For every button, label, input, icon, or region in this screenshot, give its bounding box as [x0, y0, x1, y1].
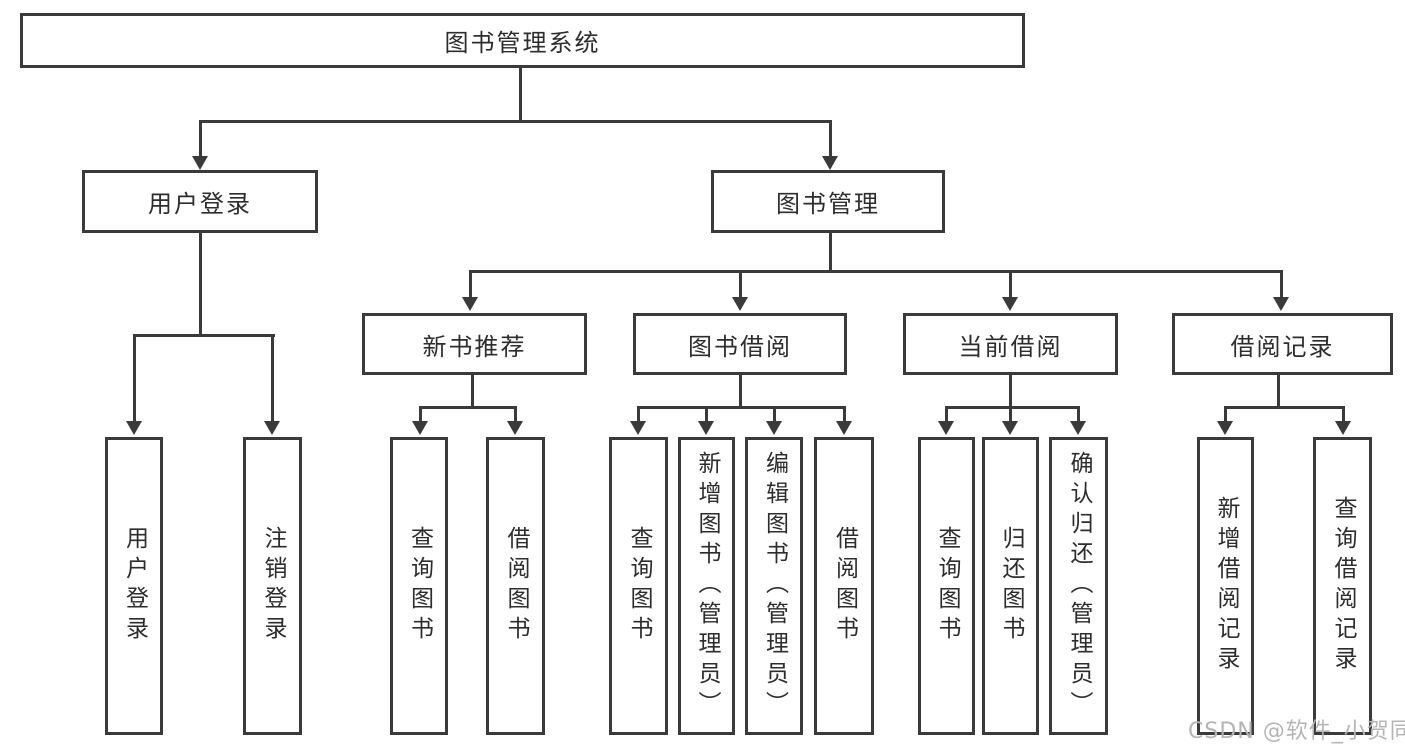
connector-borrow-records-stem	[1277, 375, 1280, 408]
leaf-borrow-borrow-books: 借阅图书	[814, 437, 874, 735]
connector-root-branch	[199, 120, 832, 123]
arrow-newbook-query	[412, 409, 428, 435]
leaf-records-add-record: 新增借阅记录	[1197, 437, 1254, 735]
leaf-user-login-label: 用户登录	[121, 526, 148, 646]
arrow-to-book-management	[822, 123, 838, 170]
node-book-borrow: 图书借阅	[633, 313, 847, 375]
node-library-management-system: 图书管理系统	[20, 13, 1025, 68]
connector-book-borrow-stem	[739, 375, 742, 408]
csdn-watermark: CSDN @软件_小贺同学	[1188, 719, 1405, 744]
node-user-login: 用户登录	[82, 170, 318, 233]
arrow-current-confirm	[1070, 409, 1086, 435]
connector-user-login-branch	[133, 334, 275, 337]
leaf-current-confirm-label: 确认归还（管理员）	[1066, 451, 1092, 721]
arrow-to-borrow-records	[1273, 273, 1289, 311]
arrow-current-query	[938, 409, 954, 435]
leaf-logout: 注销登录	[243, 437, 302, 735]
leaf-borrow-query-books: 查询图书	[609, 437, 668, 735]
leaf-records-query-record: 查询借阅记录	[1313, 437, 1372, 735]
arrow-records-query	[1335, 409, 1351, 435]
connector-new-book-branch	[419, 406, 517, 409]
arrow-current-return	[1002, 409, 1018, 435]
connector-new-book-stem	[471, 375, 474, 408]
leaf-borrow-add-label: 新增图书（管理员）	[694, 451, 720, 721]
arrow-borrow-borrow	[836, 409, 852, 435]
node-new-book-recommend: 新书推荐	[362, 313, 587, 375]
leaf-borrow-query-label: 查询图书	[626, 526, 652, 646]
arrow-to-user-login	[192, 123, 208, 170]
arrow-to-user-login-leaf	[126, 337, 142, 435]
leaf-records-query-label: 查询借阅记录	[1330, 496, 1356, 676]
connector-book-borrow-branch	[637, 406, 846, 409]
leaf-borrow-edit-label: 编辑图书（管理员）	[761, 451, 788, 721]
node-book-management: 图书管理	[711, 170, 945, 233]
arrow-to-book-borrow	[732, 273, 748, 311]
node-borrow-records: 借阅记录	[1172, 313, 1393, 375]
connector-user-login-stem	[199, 233, 202, 335]
leaf-borrow-add-books-admin: 新增图书（管理员）	[678, 437, 735, 735]
arrow-borrow-add	[698, 409, 714, 435]
leaf-borrow-borrow-label: 借阅图书	[831, 526, 858, 646]
leaf-current-return-label: 归还图书	[998, 526, 1024, 646]
connector-borrow-records-branch	[1224, 406, 1345, 409]
connector-root-stem	[519, 68, 522, 123]
arrow-borrow-query	[630, 409, 646, 435]
arrow-borrow-edit	[766, 409, 782, 435]
connector-current-borrow-branch	[945, 406, 1080, 409]
leaf-current-query-books: 查询图书	[918, 437, 975, 735]
leaf-logout-label: 注销登录	[260, 526, 286, 646]
arrow-records-add	[1217, 409, 1233, 435]
arrow-to-current-borrow	[1002, 273, 1018, 311]
leaf-newbook-borrow-label: 借阅图书	[503, 526, 529, 646]
leaf-newbook-borrow-books: 借阅图书	[486, 437, 545, 735]
leaf-newbook-query-label: 查询图书	[406, 526, 433, 646]
connector-book-management-stem	[829, 233, 832, 273]
leaf-current-return-books: 归还图书	[982, 437, 1039, 735]
node-current-borrow: 当前借阅	[903, 313, 1118, 375]
arrow-newbook-borrow	[507, 409, 523, 435]
connector-book-management-branch	[469, 270, 1283, 273]
connector-current-borrow-stem	[1009, 375, 1012, 408]
leaf-records-add-label: 新增借阅记录	[1213, 496, 1239, 676]
arrow-to-logout-leaf	[264, 337, 280, 435]
leaf-current-confirm-return-admin: 确认归还（管理员）	[1049, 437, 1108, 735]
leaf-newbook-query-books: 查询图书	[390, 437, 448, 735]
arrow-to-new-book-recommend	[462, 273, 478, 311]
leaf-user-login: 用户登录	[105, 437, 163, 735]
leaf-borrow-edit-books-admin: 编辑图书（管理员）	[745, 437, 803, 735]
leaf-current-query-label: 查询图书	[934, 526, 960, 646]
